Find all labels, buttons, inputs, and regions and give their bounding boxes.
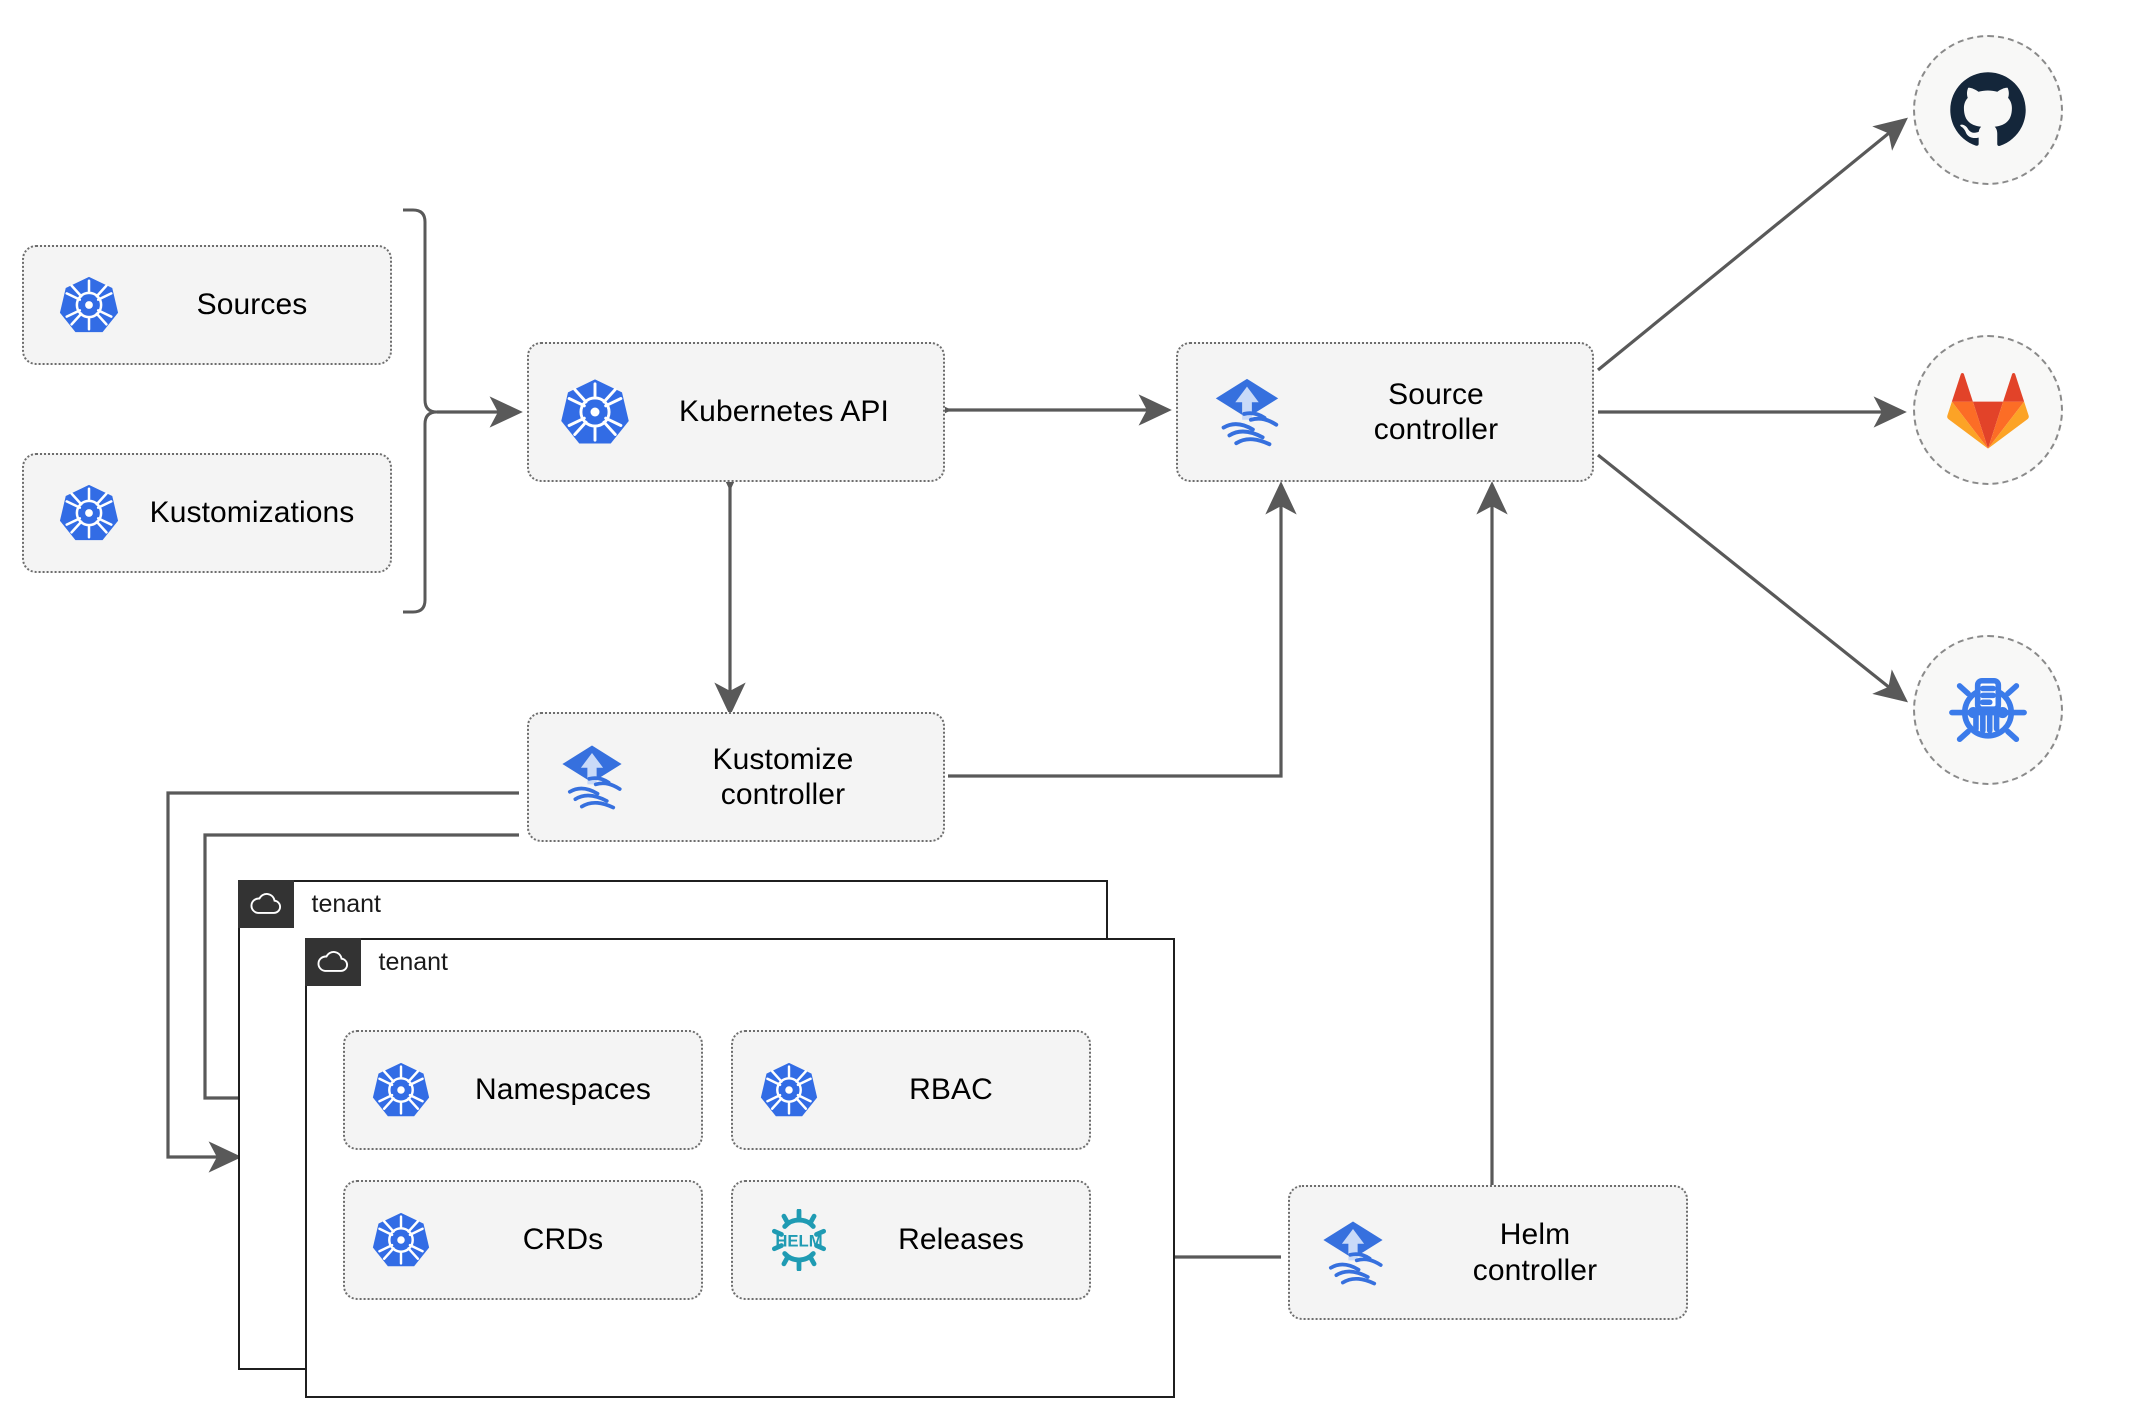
kubernetes-icon bbox=[371, 1060, 431, 1120]
tenant-object-namespaces[interactable]: Namespaces bbox=[343, 1030, 703, 1150]
controller-label: Kubernetes API bbox=[679, 395, 889, 429]
tenant-object-releases[interactable]: HELM Releases bbox=[731, 1180, 1091, 1300]
provider-gitlab[interactable] bbox=[1913, 335, 2063, 485]
helm-repository-icon bbox=[1945, 667, 2031, 753]
tenant-object-label: Releases bbox=[898, 1223, 1024, 1257]
cloud-icon bbox=[304, 937, 361, 986]
kubernetes-icon bbox=[58, 482, 120, 544]
kubernetes-icon bbox=[759, 1060, 819, 1120]
controller-label: Source controller bbox=[1373, 377, 1499, 446]
resource-box-kustomizations[interactable]: Kustomizations bbox=[22, 453, 392, 573]
controller-box-source-controller[interactable]: Source controller bbox=[1176, 342, 1594, 482]
resource-label: Kustomizations bbox=[149, 496, 355, 530]
tenant-object-crds[interactable]: CRDs bbox=[343, 1180, 703, 1300]
cloud-icon bbox=[237, 879, 294, 928]
controller-box-helm-controller[interactable]: Helm controller bbox=[1288, 1185, 1688, 1320]
tenant-title: tenant bbox=[311, 889, 382, 918]
helm-icon: HELM bbox=[759, 1209, 839, 1271]
tenant-object-label: RBAC bbox=[909, 1073, 993, 1107]
controller-label: Kustomize controller bbox=[712, 742, 854, 811]
controller-label: Helm controller bbox=[1472, 1218, 1598, 1287]
gitlab-icon bbox=[1946, 370, 2030, 450]
flux-icon bbox=[555, 740, 629, 814]
flux-icon bbox=[1208, 373, 1286, 451]
tenant-object-label: Namespaces bbox=[474, 1073, 652, 1107]
kubernetes-icon bbox=[371, 1210, 431, 1270]
kubernetes-icon bbox=[559, 376, 631, 448]
tenant-header: tenant bbox=[237, 879, 382, 928]
provider-helm-repository[interactable] bbox=[1913, 635, 2063, 785]
tenant-object-rbac[interactable]: RBAC bbox=[731, 1030, 1091, 1150]
controller-box-kustomize-controller[interactable]: Kustomize controller bbox=[527, 712, 945, 842]
tenant-header: tenant bbox=[304, 937, 449, 986]
provider-github[interactable] bbox=[1913, 35, 2063, 185]
tenant-title: tenant bbox=[378, 947, 449, 976]
tenant-object-label: CRDs bbox=[522, 1223, 604, 1257]
tenant-container-2[interactable]: tenant Namespaces bbox=[304, 937, 1175, 1398]
kubernetes-icon bbox=[58, 274, 120, 336]
svg-text:HELM: HELM bbox=[775, 1231, 822, 1250]
resource-label: Sources bbox=[196, 288, 308, 322]
github-icon bbox=[1946, 68, 2030, 152]
controller-box-kubernetes-api[interactable]: Kubernetes API bbox=[527, 342, 945, 482]
resource-box-sources[interactable]: Sources bbox=[22, 245, 392, 365]
flux-icon bbox=[1316, 1216, 1390, 1290]
